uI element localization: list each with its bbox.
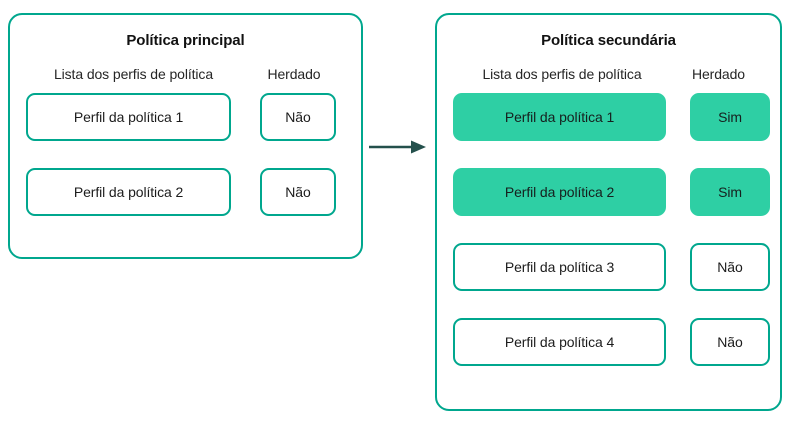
primary-header-profiles: Lista dos perfis de política <box>53 66 214 82</box>
secondary-policy-panel: Política secundária Lista dos perfis de … <box>435 13 782 411</box>
primary-inherited-cell-1[interactable]: Não <box>260 93 336 141</box>
table-row: Perfil da política 2 Sim <box>453 168 770 216</box>
primary-policy-panel: Política principal Lista dos perfis de p… <box>8 13 363 259</box>
secondary-inherited-cell-4[interactable]: Não <box>690 318 770 366</box>
table-row: Perfil da política 4 Não <box>453 318 770 366</box>
primary-policy-rows: Perfil da política 1 Não Perfil da polít… <box>10 93 361 216</box>
secondary-header-inherited: Herdado <box>691 66 745 82</box>
table-row: Perfil da política 1 Sim <box>453 93 770 141</box>
secondary-column-headers: Lista dos perfis de política Herdado <box>437 66 780 82</box>
table-row: Perfil da política 3 Não <box>453 243 770 291</box>
secondary-header-profiles: Lista dos perfis de política <box>482 66 642 82</box>
table-row: Perfil da política 2 Não <box>26 168 347 216</box>
table-row: Perfil da política 1 Não <box>26 93 347 141</box>
primary-header-inherited: Herdado <box>267 66 321 82</box>
secondary-profile-cell-1[interactable]: Perfil da política 1 <box>453 93 666 141</box>
secondary-policy-title: Política secundária <box>541 32 676 49</box>
secondary-profile-cell-3[interactable]: Perfil da política 3 <box>453 243 666 291</box>
primary-profile-cell-1[interactable]: Perfil da política 1 <box>26 93 231 141</box>
arrow-right-icon <box>368 133 428 161</box>
secondary-inherited-cell-2[interactable]: Sim <box>690 168 770 216</box>
secondary-profile-cell-4[interactable]: Perfil da política 4 <box>453 318 666 366</box>
primary-column-headers: Lista dos perfis de política Herdado <box>10 66 361 82</box>
primary-profile-cell-2[interactable]: Perfil da política 2 <box>26 168 231 216</box>
secondary-inherited-cell-1[interactable]: Sim <box>690 93 770 141</box>
secondary-policy-rows: Perfil da política 1 Sim Perfil da polít… <box>437 93 780 366</box>
secondary-inherited-cell-3[interactable]: Não <box>690 243 770 291</box>
primary-inherited-cell-2[interactable]: Não <box>260 168 336 216</box>
primary-policy-title: Política principal <box>126 32 245 49</box>
secondary-profile-cell-2[interactable]: Perfil da política 2 <box>453 168 666 216</box>
